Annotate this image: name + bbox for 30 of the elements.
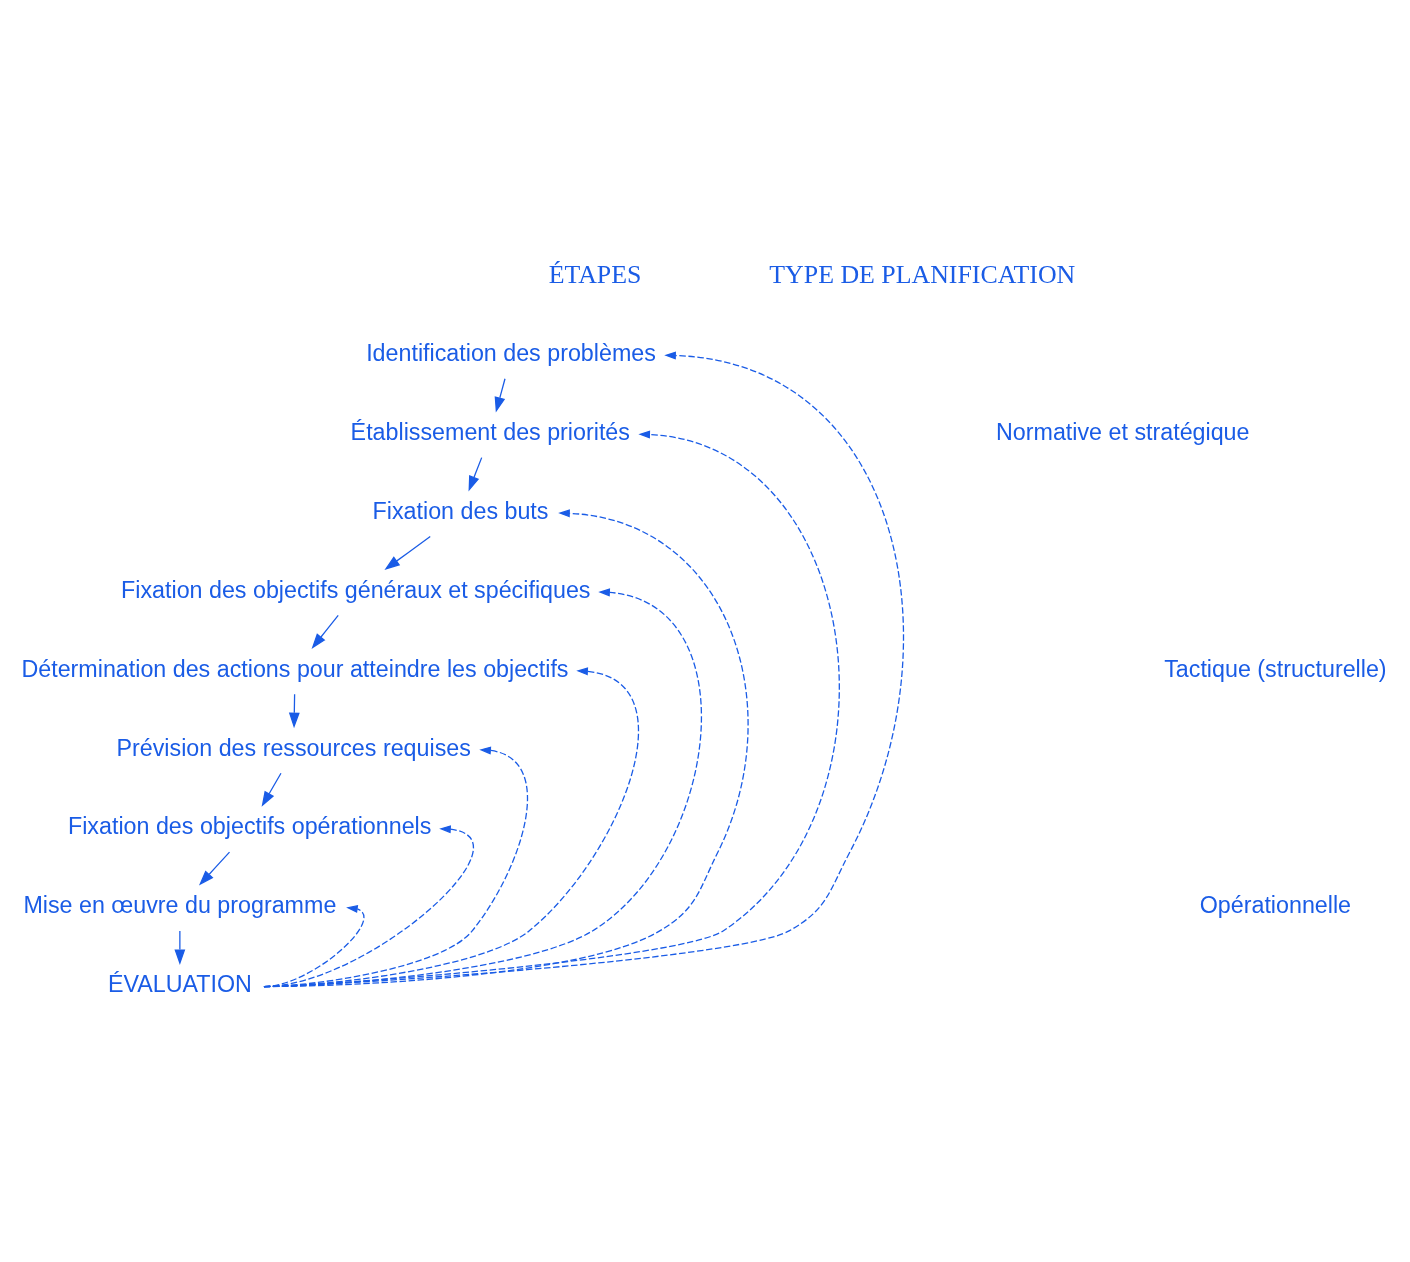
- arrow: [468, 456, 483, 491]
- node-text: Prévision des ressources requises: [116, 734, 471, 761]
- arrow: [263, 587, 702, 987]
- label: TYPE DE PLANIFICATION: [769, 259, 1076, 289]
- arrow: [311, 614, 339, 649]
- arrow: [384, 535, 431, 570]
- arrow: [263, 904, 365, 987]
- label: Tactique (structurelle): [1164, 655, 1387, 682]
- node-text: Mise en œuvre du programme: [23, 891, 337, 918]
- node-text: ÉVALUATION: [107, 970, 252, 997]
- node-text: Identification des problèmes: [366, 339, 656, 366]
- arrow: [263, 666, 640, 987]
- arrow: [494, 377, 506, 413]
- arrow: [263, 429, 840, 987]
- node-text: Établissement des priorités: [350, 418, 630, 445]
- arrow: [263, 350, 905, 987]
- label: ÉTAPES: [548, 259, 642, 289]
- arrow: [198, 850, 231, 885]
- label: Normative et stratégique: [996, 418, 1250, 445]
- arrow: [263, 824, 474, 987]
- arrow: [263, 508, 749, 987]
- node-text: Fixation des objectifs opérationnels: [68, 812, 432, 839]
- node-text: Fixation des buts: [372, 497, 549, 524]
- label: Opérationnelle: [1199, 891, 1352, 918]
- arrow: [174, 929, 186, 965]
- arrow: [263, 745, 528, 987]
- arrow: [261, 772, 282, 807]
- arrow: [288, 693, 300, 728]
- node-text: Fixation des objectifs généraux et spécifiques: [121, 576, 591, 603]
- node-text: Détermination des actions pour atteindre les objectifs: [21, 655, 569, 682]
